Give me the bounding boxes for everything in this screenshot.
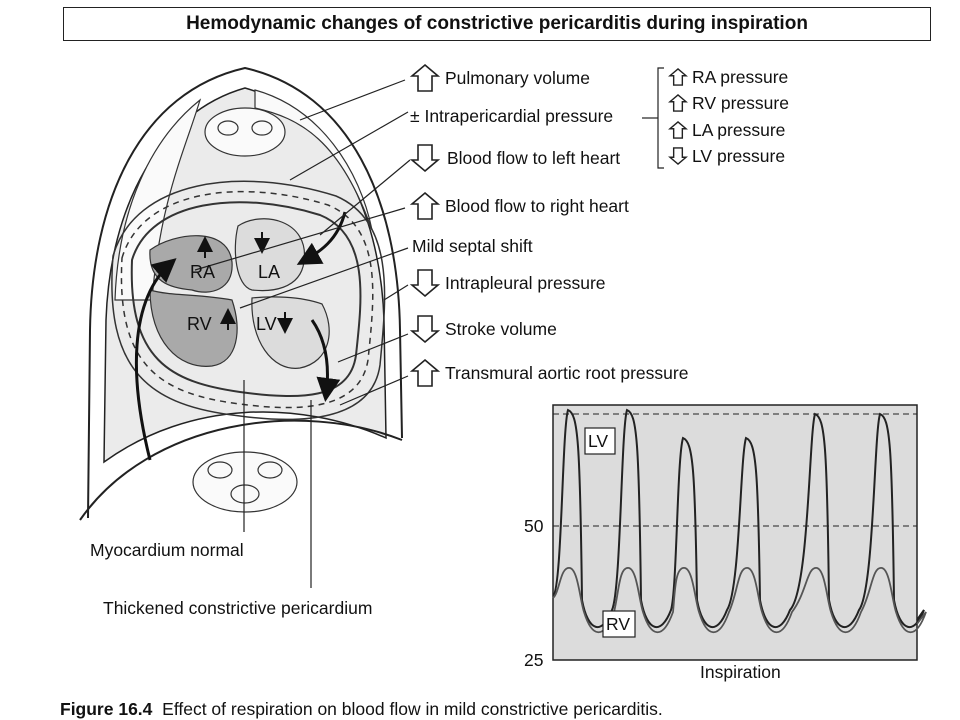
figure-caption: Figure 16.4 Effect of respiration on blo… [60, 699, 663, 720]
lv-trace [552, 408, 925, 629]
rv-label-box [602, 610, 636, 638]
pressure-label-ra: RA pressure [692, 67, 789, 87]
rv-trace-label: RV [606, 614, 630, 634]
pressure-label-la: LA pressure [692, 120, 786, 140]
effect-arrow-down-2 [409, 144, 441, 173]
effect-label-blood-flow-left: Blood flow to left heart [447, 148, 621, 168]
figure-title: Hemodynamic changes of constrictive peri… [186, 13, 808, 34]
effect-label-pulmonary-volume: Pulmonary volume [445, 68, 590, 88]
right-ventricle [149, 289, 238, 367]
leader-lines [194, 67, 664, 588]
left-atrium [234, 218, 305, 292]
tracing-xlabel: Inspiration [700, 662, 781, 682]
title-box: Hemodynamic changes of constrictive peri… [63, 7, 931, 41]
pressure-arrow-up-1 [668, 94, 688, 112]
pressure-label-rv: RV pressure [692, 93, 789, 113]
pressure-arrow-up-2 [668, 121, 688, 139]
lv-label-box [584, 427, 616, 455]
tick-label-50: 50 [524, 516, 544, 536]
systemic-return-arrow [134, 258, 177, 461]
pericardium-label: Thickened constrictive pericardium [103, 598, 373, 618]
lv-trace-label: LV [588, 431, 609, 451]
pressure-tracing [552, 404, 927, 661]
effect-arrow-down-5 [409, 269, 441, 298]
effect-label-septal-shift: Mild septal shift [412, 236, 533, 256]
effect-arrow-up-3 [409, 191, 441, 220]
effect-label-intrapericardial-pressure: ± Intrapericardial pressure [410, 106, 614, 126]
effect-arrow-up-0 [409, 63, 441, 92]
chamber-label-lv: LV [256, 314, 277, 334]
chamber-label-ra: RA [190, 262, 216, 282]
pressure-arrows [668, 68, 688, 165]
pulmonary-flow-arrow [296, 211, 347, 265]
effect-arrow-up-7 [409, 358, 441, 387]
tick-label-25: 25 [524, 650, 544, 670]
effect-label-blood-flow-right: Blood flow to right heart [445, 196, 629, 216]
diaphragm [79, 419, 403, 521]
effect-label-intrapleural-pressure: Intrapleural pressure [445, 273, 606, 293]
aortic-outflow-arrow [310, 319, 341, 402]
chamber-label-la: LA [258, 262, 281, 282]
effect-label-aortic-root-pressure: Transmural aortic root pressure [445, 363, 689, 383]
pressure-arrow-up-0 [668, 68, 688, 86]
pressure-label-lv: LV pressure [692, 146, 786, 166]
effect-arrows [409, 63, 441, 387]
caption-number: Figure 16.4 [60, 699, 153, 719]
myocardium-label: Myocardium normal [90, 540, 244, 560]
caption-text: Effect of respiration on blood flow in m… [162, 699, 663, 719]
effect-label-stroke-volume: Stroke volume [445, 319, 557, 339]
spine-structure [192, 107, 298, 513]
chamber-label-rv: RV [187, 314, 212, 334]
effect-arrow-down-6 [409, 315, 441, 344]
chest-wall-outer [87, 66, 403, 519]
pressure-arrow-down-3 [668, 147, 688, 165]
